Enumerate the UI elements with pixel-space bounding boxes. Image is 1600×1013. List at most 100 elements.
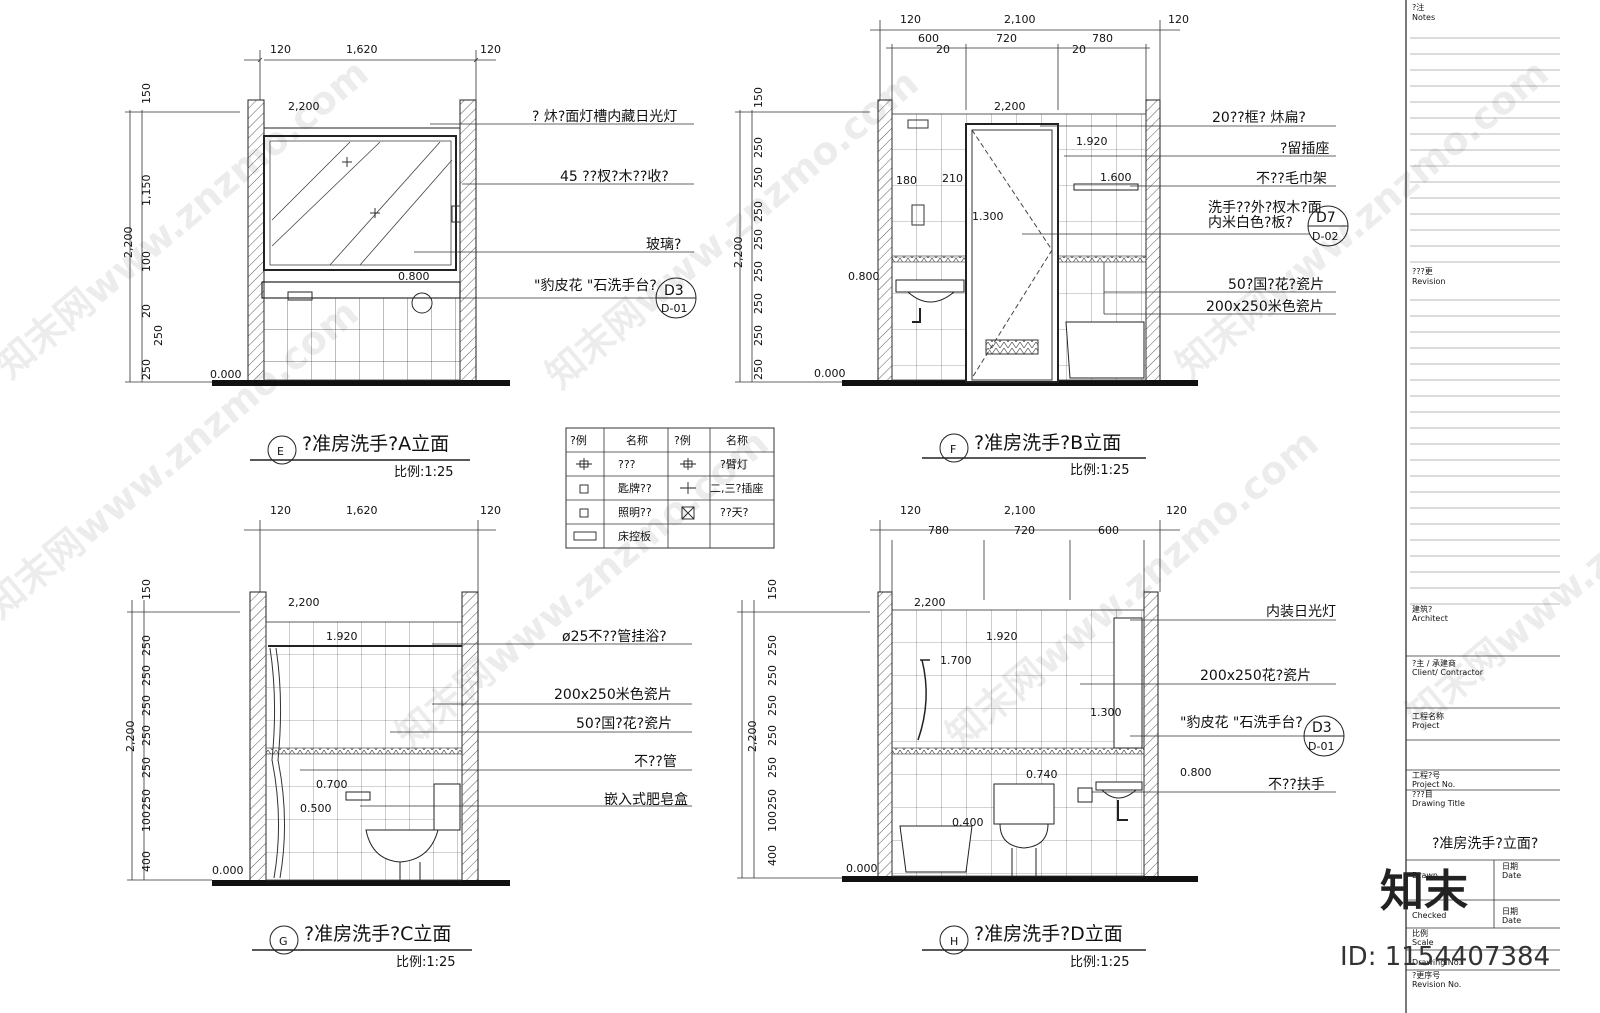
dim-left-2: 1,150 [140,175,153,207]
dim-total-height: 2,200 [122,227,135,259]
svg-text:250: 250 [140,757,153,778]
svg-text:150: 150 [766,579,779,600]
svg-text:0.800: 0.800 [1180,766,1212,779]
svg-text:Client/ Contractor: Client/ Contractor [1412,668,1484,677]
svg-text:150: 150 [752,87,765,108]
svg-text:?臂灯: ?臂灯 [720,458,748,471]
floor-line [842,876,1198,882]
svg-text:250: 250 [752,137,765,158]
svg-text:D-02: D-02 [1312,230,1338,243]
svg-text:1.600: 1.600 [1100,171,1132,184]
svg-text:250: 250 [766,635,779,656]
dim-left-4: 20 [140,304,153,318]
floor-line [212,880,510,886]
watermark-brand: 知末 [1380,866,1468,917]
symbol-legend: ?例 名称 ?例 名称 ??? ?臂灯 匙牌?? 二,三?插座 照明?? ??天… [565,427,775,549]
svg-text:D-01: D-01 [1308,740,1334,753]
svg-text:名称: 名称 [626,433,648,447]
svg-text:Project No.: Project No. [1412,780,1455,789]
svg-text:100: 100 [766,811,779,832]
svg-text:知末网www.znzmo.com: 知末网www.znzmo.com [1398,400,1600,736]
dim-top-3: 120 [1168,13,1189,26]
svg-text:1.300: 1.300 [972,210,1004,223]
svg-text:720: 720 [1014,524,1035,537]
svg-text:2,200: 2,200 [994,100,1026,113]
svg-text:50?国?花?瓷片: 50?国?花?瓷片 [576,716,672,732]
svg-text:D-01: D-01 [661,302,687,315]
svg-text:1.700: 1.700 [940,654,972,667]
svg-text:内装日光灯: 内装日光灯 [1266,604,1336,620]
svg-text:比例:1:25: 比例:1:25 [1070,955,1130,970]
left-wall-section [877,591,893,879]
elevation-c: 120 1,620 120 2,200 150 250 250 250 250 … [124,504,692,970]
svg-text:120: 120 [900,504,921,517]
svg-text:100: 100 [140,811,153,832]
svg-text:250: 250 [766,665,779,686]
note-a-1: ? 炑?面灯槽内藏日光灯 [532,109,677,125]
svg-text:250: 250 [766,789,779,810]
dim-sub-3: 720 [996,32,1017,45]
dim-top-3: 120 [480,43,501,56]
svg-text:1.300: 1.300 [1090,706,1122,719]
svg-text:0.800: 0.800 [848,270,880,283]
svg-text:床控板: 床控板 [618,529,651,543]
svg-text:150: 150 [140,579,153,600]
detail-ref-tag-b: D7 D-02 [1307,205,1349,247]
svg-text:D3: D3 [664,283,684,299]
svg-text:0.700: 0.700 [316,778,348,791]
svg-text:0.500: 0.500 [300,802,332,815]
svg-text:日期: 日期 [1502,862,1518,871]
right-wall-section [459,99,477,383]
svg-text:0.000: 0.000 [212,864,244,877]
svg-text:1.920: 1.920 [326,630,358,643]
svg-text:1.920: 1.920 [986,630,1018,643]
left-wall-section [249,591,267,883]
svg-text:Project: Project [1412,721,1439,730]
detail-ref-tag-a: D3 D-01 [655,277,697,319]
right-wall-section [1145,99,1161,383]
svg-text:Architect: Architect [1412,614,1448,623]
svg-text:比例: 比例 [1412,928,1428,938]
svg-text:?更序号: ?更序号 [1412,970,1440,980]
svg-text:Date: Date [1502,916,1521,925]
svg-text:照明??: 照明?? [618,506,652,519]
dim-sub-5: 780 [1092,32,1113,45]
svg-text:780: 780 [928,524,949,537]
note-a-2: 45 ??杈?木??收? [560,169,669,185]
vanity-counter [261,281,461,299]
dim-left-5: 250 [152,325,165,346]
svg-text:F: F [950,443,956,456]
view-title-b: F ?准房洗手?B立面 比例:1:25 [922,432,1146,478]
svg-text:250: 250 [140,789,153,810]
watermarks: 知末网www.znzmo.com 知末网www.znzmo.com 知末网www… [0,50,1600,972]
elevation-a: 120 1,620 120 2,200 150 1,150 100 20 250… [122,43,697,480]
view-title-c: G ?准房洗手?C立面 比例:1:25 [252,923,472,970]
watermark-id: ID: 1154407384 [1340,942,1550,972]
svg-text:嵌入式肥皂盒: 嵌入式肥皂盒 [604,791,688,808]
svg-text:Revision No.: Revision No. [1412,980,1461,989]
svg-text:ø25不??管挂浴?: ø25不??管挂浴? [562,629,667,645]
svg-text:200x250花?瓷片: 200x250花?瓷片 [1200,668,1311,684]
note-a-4: "豹皮花 "石洗手台? [534,278,657,294]
svg-text:2,200: 2,200 [288,596,320,609]
svg-text:1,620: 1,620 [346,504,378,517]
svg-text:250: 250 [140,665,153,686]
svg-text:?主 / 承建商: ?主 / 承建商 [1412,658,1456,668]
svg-text:1.920: 1.920 [1076,135,1108,148]
detail-ref-tag-d: D3 D-01 [1303,715,1345,757]
dim-sub-1: 600 [918,32,939,45]
svg-text:?注: ?注 [1412,2,1424,12]
svg-text:?准房洗手?B立面: ?准房洗手?B立面 [974,432,1121,454]
right-wall-section [461,591,479,883]
dim-top-1: 120 [270,43,291,56]
svg-text:"豹皮花 "石洗手台?: "豹皮花 "石洗手台? [1180,715,1303,731]
svg-text:匙牌??: 匙牌?? [618,481,652,495]
svg-text:250: 250 [752,359,765,380]
svg-text:工程名称: 工程名称 [1412,711,1444,721]
svg-text:??天?: ??天? [720,506,749,519]
svg-text:0.000: 0.000 [814,367,846,380]
svg-text:比例:1:25: 比例:1:25 [394,465,454,480]
drawing-title-value: ?准房洗手?立面? [1432,836,1538,852]
door [965,123,1059,383]
svg-text:?留插座: ?留插座 [1280,141,1329,157]
